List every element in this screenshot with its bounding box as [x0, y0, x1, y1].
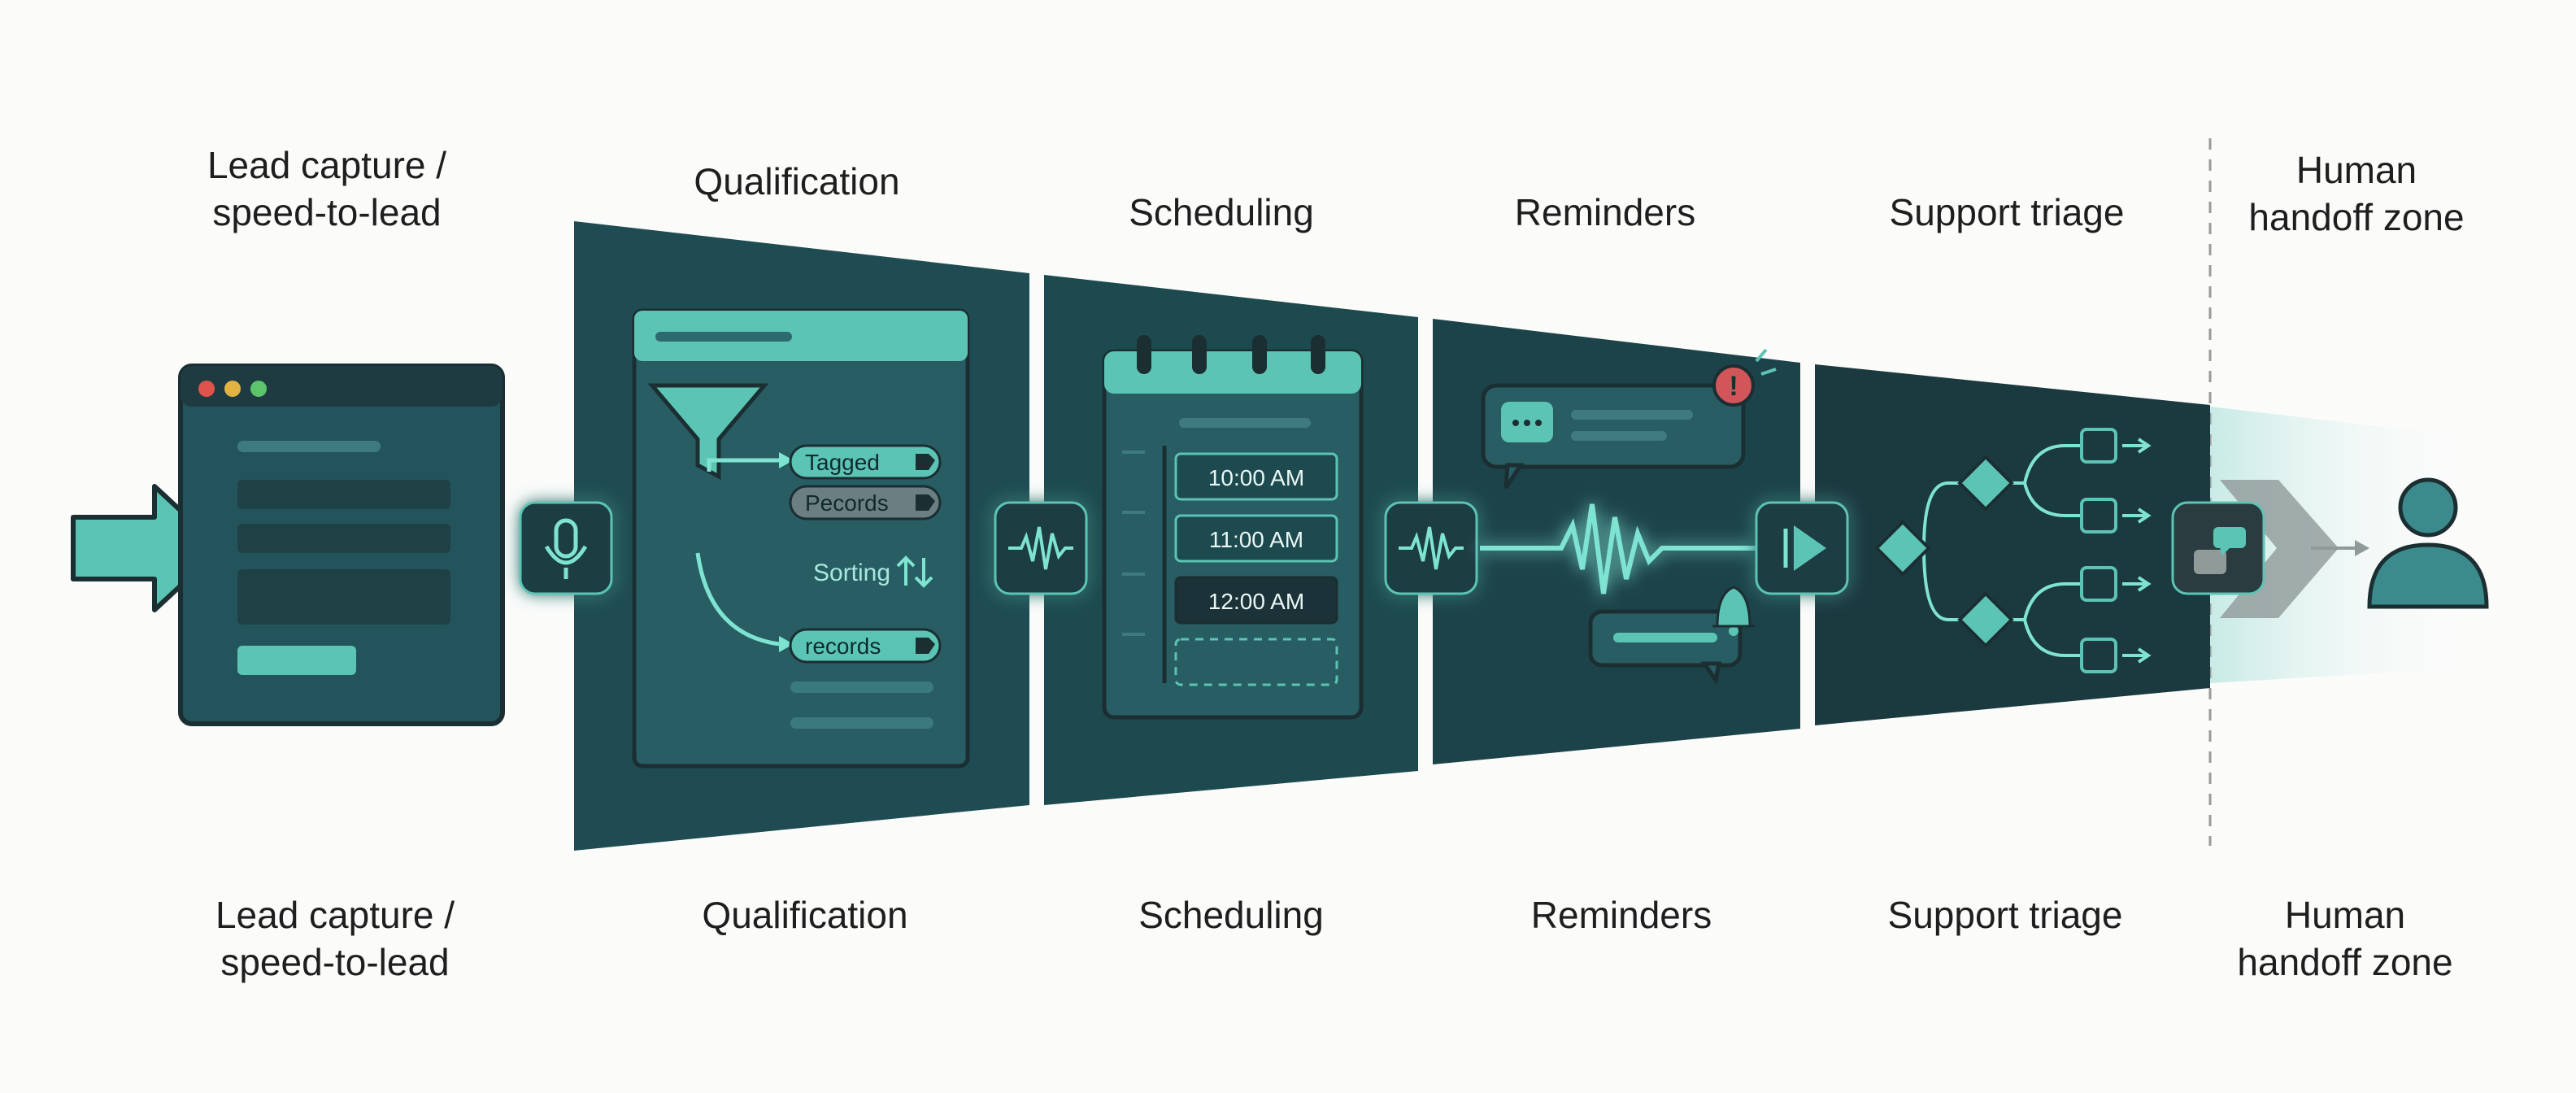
reminder-waveform	[1480, 503, 1756, 594]
stage-top-label-reminders: Reminders	[1514, 191, 1696, 233]
svg-text:12:00 AM: 12:00 AM	[1208, 589, 1304, 614]
stage-top-label-support-triage: Support triage	[1889, 191, 2125, 233]
svg-text:!: !	[1729, 371, 1738, 402]
svg-text:records: records	[805, 634, 881, 659]
svg-text:Tagged: Tagged	[805, 450, 880, 475]
microphone-icon	[519, 501, 613, 595]
waveform-icon	[994, 501, 1088, 595]
stage-top-label-human-handoff: Human handoff zone	[2248, 149, 2465, 238]
svg-text:11:00 AM: 11:00 AM	[1209, 527, 1303, 552]
stage-top-label-scheduling: Scheduling	[1129, 191, 1314, 233]
browser-window-icon	[178, 364, 505, 726]
tag-icon	[916, 494, 935, 511]
qualification-document	[632, 308, 970, 769]
reminder-bubble	[1588, 609, 1743, 686]
bell-icon	[1712, 586, 1755, 636]
waveform-icon	[1384, 501, 1478, 595]
stage-bottom-label-qualification: Qualification	[702, 894, 908, 936]
tag-records: records	[789, 628, 942, 664]
play-icon	[1755, 501, 1849, 595]
svg-text:Pecords: Pecords	[805, 490, 889, 516]
qualification-branch-bottom	[695, 552, 780, 647]
decision-nodes	[1874, 428, 2117, 673]
stage-bottom-label-human-handoff: Human handoff zone	[2237, 894, 2453, 983]
tag-icon	[916, 638, 935, 654]
support-triage-panel	[1815, 364, 2210, 725]
funnel-icon	[647, 383, 769, 481]
tag-pecords: Pecords	[789, 485, 942, 520]
svg-text:10:00 AM: 10:00 AM	[1208, 465, 1304, 490]
decision-tree-icon	[1899, 438, 2152, 664]
qualification-branch-top	[707, 458, 779, 472]
time-slot-empty	[1174, 638, 1338, 686]
time-slot-1200: 12:00 AM	[1174, 576, 1338, 625]
chat-bubble-icon	[1481, 383, 1746, 490]
tag-icon	[916, 454, 935, 470]
stage-bottom-label-scheduling: Scheduling	[1138, 894, 1324, 936]
alert-icon: !	[1712, 348, 1777, 407]
sort-arrows-icon	[896, 555, 933, 588]
stage-bottom-label-reminders: Reminders	[1530, 894, 1712, 936]
time-slot-1000: 10:00 AM	[1174, 452, 1338, 501]
sorting-label: Sorting	[813, 560, 890, 586]
stage-bottom-label-lead-capture: Lead capture / speed-to-lead	[215, 894, 455, 983]
person-icon	[2367, 477, 2489, 609]
stage-top-label-lead-capture: Lead capture / speed-to-lead	[207, 144, 447, 233]
handoff-chat-icon	[2171, 501, 2265, 595]
time-slot-1100: 11:00 AM	[1174, 514, 1338, 563]
stage-top-label-qualification: Qualification	[694, 160, 900, 202]
tag-tagged: Tagged	[789, 444, 942, 480]
stage-bottom-label-support-triage: Support triage	[1887, 894, 2123, 936]
